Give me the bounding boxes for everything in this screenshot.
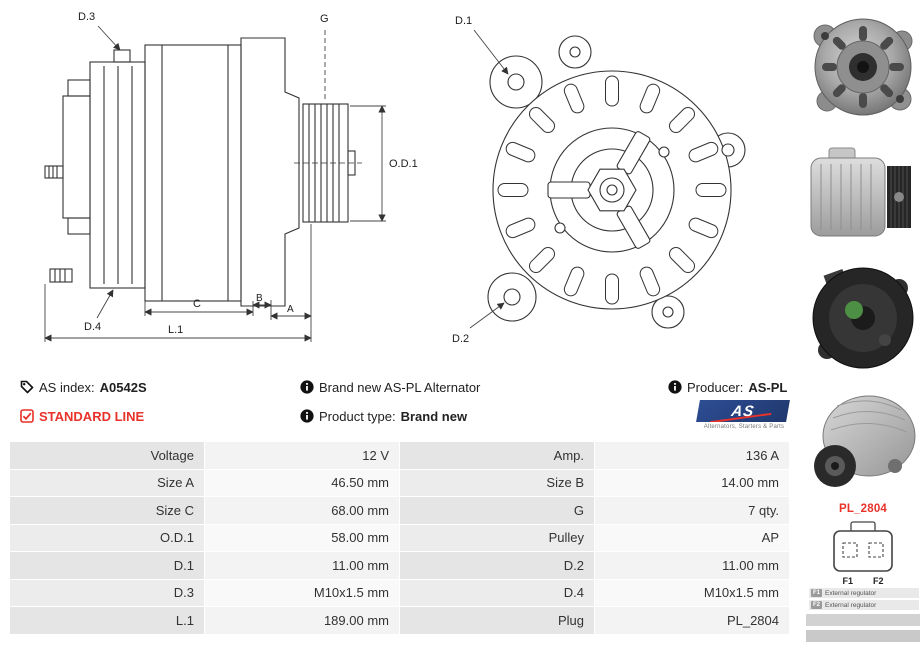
legend-placeholder	[806, 614, 920, 626]
product-type-label: Product type:	[319, 408, 396, 424]
spec-value: 136 A	[595, 442, 790, 470]
aspl-logo-plate: AS	[696, 400, 790, 422]
product-photo-side	[807, 142, 919, 250]
spec-label: D.1	[10, 552, 205, 580]
checkbox-check-icon	[20, 409, 34, 423]
product-photo-angled	[807, 388, 919, 493]
spec-label: Amp.	[400, 442, 595, 470]
spec-value: 11.00 mm	[595, 552, 790, 580]
table-row: Voltage 12 V Amp. 136 A	[10, 442, 790, 470]
spec-value: PL_2804	[595, 607, 790, 635]
table-row: O.D.1 58.00 mm Pulley AP	[10, 524, 790, 552]
standard-line-label: STANDARD LINE	[39, 408, 145, 424]
spec-value: 189.00 mm	[205, 607, 400, 635]
plug-code: PL_2804	[838, 503, 888, 515]
technical-drawing: D.3 G O.D.1 C B A L.1 D.4	[44, 11, 746, 345]
spec-label: D.4	[400, 579, 595, 607]
spec-label: Voltage	[10, 442, 205, 470]
info-icon	[300, 409, 314, 423]
aspl-logo: AS Alternators, Starters & Parts	[696, 400, 790, 430]
info-icon	[668, 380, 682, 394]
as-index-value: A0542S	[99, 379, 147, 395]
plug-legend: F1 External regulator F2 External regula…	[809, 588, 919, 610]
legend-placeholder	[806, 630, 920, 642]
brand-new-text: Brand new AS-PL Alternator	[319, 379, 481, 395]
dim-label-c: C	[193, 298, 201, 310]
spec-value: AP	[595, 524, 790, 552]
producer: Producer: AS-PL	[668, 378, 787, 396]
table-row: Size C 68.00 mm G 7 qty.	[10, 497, 790, 525]
table-row: D.3 M10x1.5 mm D.4 M10x1.5 mm	[10, 579, 790, 607]
spec-label: Size A	[10, 469, 205, 497]
spec-label: Size C	[10, 497, 205, 525]
legend-desc-f1: External regulator	[825, 589, 877, 597]
product-photo-rear	[807, 258, 919, 378]
brand-new-note: Brand new AS-PL Alternator	[300, 378, 480, 396]
plug-legend-row: F2 External regulator	[809, 600, 919, 610]
table-row: Size A 46.50 mm Size B 14.00 mm	[10, 469, 790, 497]
table-row: D.1 11.00 mm D.2 11.00 mm	[10, 552, 790, 580]
plug-pin-f1: F1	[842, 576, 853, 586]
dim-label-d4: D.4	[84, 321, 101, 333]
spec-value: 68.00 mm	[205, 497, 400, 525]
front-view-drawing	[487, 35, 746, 329]
plug-legend-row: F1 External regulator	[809, 588, 919, 598]
dim-label-d2: D.2	[452, 333, 469, 345]
spec-value: 46.50 mm	[205, 469, 400, 497]
legend-pin-f2: F2	[811, 601, 823, 609]
as-index-label: AS index:	[39, 379, 95, 395]
spec-label: Plug	[400, 607, 595, 635]
dim-label-b: B	[256, 293, 263, 304]
dim-label-g: G	[320, 13, 329, 25]
as-index: AS index: A0542S	[20, 378, 147, 396]
aspl-logo-tagline: Alternators, Starters & Parts	[703, 424, 785, 430]
standard-line: STANDARD LINE	[20, 407, 144, 425]
spec-value: 11.00 mm	[205, 552, 400, 580]
spec-label: O.D.1	[10, 524, 205, 552]
spec-label: Pulley	[400, 524, 595, 552]
tag-icon	[20, 380, 34, 394]
product-type: Product type: Brand new	[300, 407, 467, 425]
spec-value: 58.00 mm	[205, 524, 400, 552]
producer-label: Producer:	[687, 379, 744, 395]
aspl-logo-text: AS	[730, 402, 756, 420]
legend-desc-f2: External regulator	[825, 601, 877, 609]
product-type-value: Brand new	[400, 408, 468, 424]
legend-pin-f1: F1	[811, 589, 823, 597]
info-icon	[300, 380, 314, 394]
dim-label-od1: O.D.1	[389, 158, 418, 170]
spec-label: D.2	[400, 552, 595, 580]
plug-connector: F1 F2	[803, 520, 923, 586]
spec-value: 12 V	[205, 442, 400, 470]
side-view-drawing	[44, 37, 362, 307]
spec-label: D.3	[10, 579, 205, 607]
spec-label: Size B	[400, 469, 595, 497]
spec-value: M10x1.5 mm	[595, 579, 790, 607]
spec-value: M10x1.5 mm	[205, 579, 400, 607]
spec-label: L.1	[10, 607, 205, 635]
product-photo-front	[807, 6, 919, 130]
product-photos-column: PL_2804 F1 F2 F1 External regulator F2 E…	[803, 0, 923, 648]
plug-connector-drawing	[833, 521, 893, 572]
producer-value: AS-PL	[748, 379, 788, 395]
spec-value: 7 qty.	[595, 497, 790, 525]
dim-label-l1: L.1	[168, 324, 183, 336]
dim-label-d3: D.3	[78, 11, 95, 23]
spec-value: 14.00 mm	[595, 469, 790, 497]
dim-label-d1: D.1	[455, 15, 472, 27]
dim-label-a: A	[287, 304, 294, 315]
spec-table: Voltage 12 V Amp. 136 A Size A 46.50 mm …	[10, 442, 790, 635]
spec-label: G	[400, 497, 595, 525]
table-row: L.1 189.00 mm Plug PL_2804	[10, 607, 790, 635]
plug-pin-f2: F2	[873, 576, 884, 586]
